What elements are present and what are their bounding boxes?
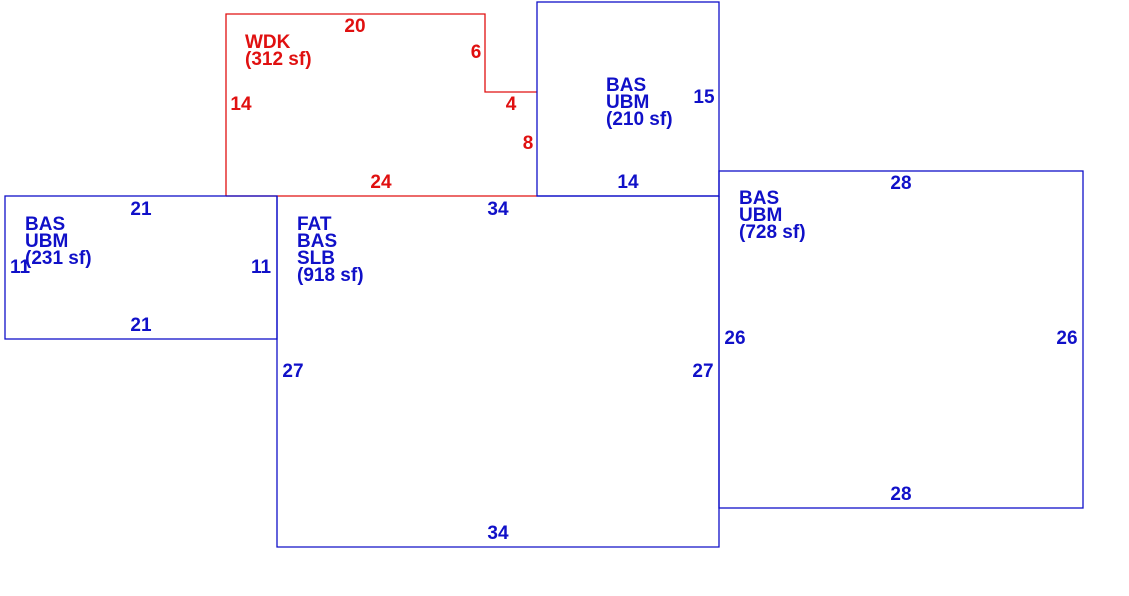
bas-left-dim-right: 11 [251,257,272,278]
bas-left-dim-bottom: 21 [130,315,152,336]
wdk-dim-left: 14 [230,94,252,115]
fat-center-dim-right: 27 [692,361,713,382]
bas-upper-label-area: (210 sf) [606,109,673,130]
wdk-dim-top: 20 [344,16,365,37]
wdk-dim-notch-side: 6 [471,42,482,63]
wdk-outline [225,13,537,196]
bas-right-dim-bottom: 28 [890,484,911,505]
fat-center-label-code: FAT [297,214,332,235]
wdk-label-area: (312 sf) [245,49,312,70]
bas-right-dim-right: 26 [1056,328,1077,349]
fat-center-dim-left: 27 [282,361,303,382]
bas-left-label-code2: UBM [25,231,68,252]
bas-left-dim-left: 11 [10,257,31,278]
wdk-dim-notch-bottom: 4 [506,94,517,115]
bas-left-label-code: BAS [25,214,65,235]
bas-right-dim-left: 26 [724,328,745,349]
bas-right-label-code: BAS [739,188,779,209]
fat-center-dim-top: 34 [487,199,509,220]
fat-center-label-area: (918 sf) [297,265,364,286]
bas-left-dim-top: 21 [130,199,152,220]
fat-center-label-code3: SLB [297,248,335,269]
bas-upper-label-code: BAS [606,75,646,96]
bas-right-dim-top: 28 [890,173,911,194]
bas-upper-dim-right: 15 [693,87,715,108]
wdk-label-code: WDK [245,32,291,53]
fat-center-dim-bottom: 34 [487,523,509,544]
wdk-dim-right: 8 [523,133,534,154]
fat-center-label-code2: BAS [297,231,337,252]
bas-right-outline [718,170,1084,509]
fat-center-outline [276,196,720,548]
bas-right-label-code2: UBM [739,205,782,226]
bas-upper-dim-bottom: 14 [617,172,639,193]
bas-left-label-area: (231 sf) [25,248,92,269]
wdk-dim-bottom: 24 [370,172,392,193]
bas-right-label-area: (728 sf) [739,222,806,243]
bas-upper-label-code2: UBM [606,92,649,113]
